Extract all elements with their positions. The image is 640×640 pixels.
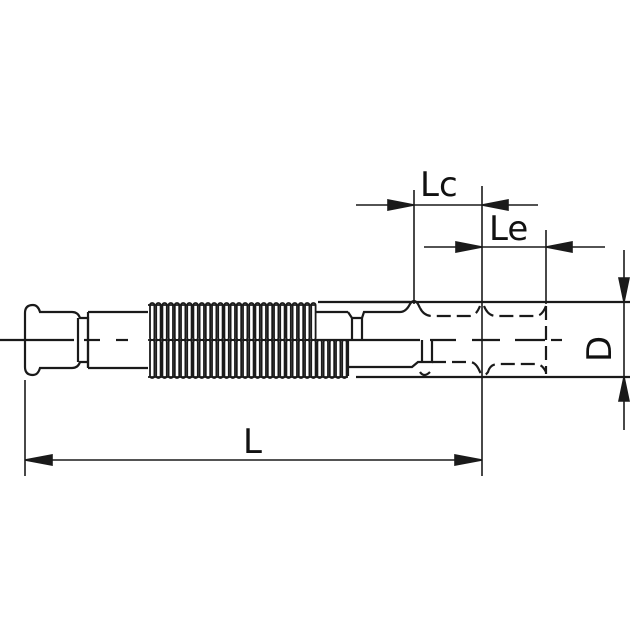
dimension-D (618, 250, 630, 430)
dimension-Le (424, 241, 605, 253)
extension-lines (24, 186, 547, 476)
label-D: D (580, 335, 620, 362)
left-fitting (23, 303, 148, 377)
corrugated-hose (148, 302, 348, 379)
right-transition (316, 299, 630, 379)
label-Le: Le (489, 209, 529, 249)
label-Lc: Lc (420, 165, 458, 205)
dimension-L (24, 454, 483, 466)
hidden-insert (419, 305, 548, 377)
dimension-Lc (356, 199, 538, 211)
label-L: L (243, 422, 262, 462)
